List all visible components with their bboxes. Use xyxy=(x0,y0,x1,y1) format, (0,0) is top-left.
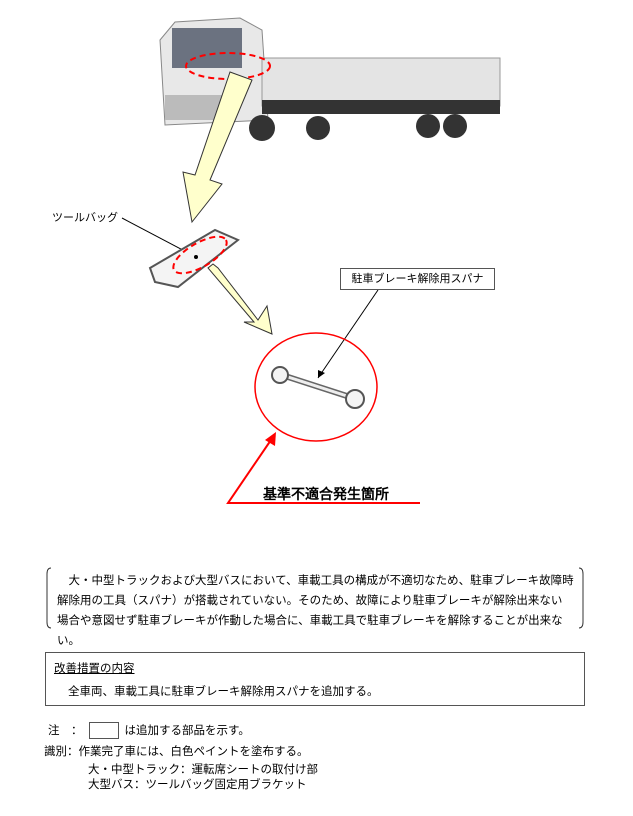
bracket-lines xyxy=(46,567,584,629)
measure-content: 全車両、車載工具に駐車ブレーキ解除用スパナを追加する。 xyxy=(68,684,379,698)
yellow-arrow-2 xyxy=(207,263,273,335)
truck-image xyxy=(159,17,501,141)
tool-bag-label: ツールバッグ xyxy=(52,211,118,224)
improvement-measure-box: 改善措置の内容 全車両、車載工具に駐車ブレーキ解除用スパナを追加する。 xyxy=(45,652,585,706)
spanner-icon xyxy=(271,366,365,409)
yellow-arrow-1 xyxy=(182,71,253,224)
defect-arrow xyxy=(226,436,420,504)
id-text: 作業完了車には、白色ペイントを塗布する。 xyxy=(78,744,309,758)
id-bus: 大型バス：ツールバッグ固定用ブラケット xyxy=(88,777,307,791)
spanner-label: 駐車ブレーキ解除用スパナ xyxy=(340,268,495,290)
description-line: 場合や意図せず駐車ブレーキが作動した場合に、車載工具で駐車ブレーキを解除すること… xyxy=(57,613,563,647)
description-block: 大・中型トラックおよび大型バスにおいて、車載工具の構成が不適切なため、駐車ブレー… xyxy=(45,566,585,647)
id-label: 識別： xyxy=(44,744,79,758)
defect-location-label: 基準不適合発生箇所 xyxy=(263,487,389,503)
note-text: は追加する部品を示す。 xyxy=(124,723,250,737)
illustration xyxy=(121,17,501,504)
notes: 注 ： は追加する部品を示す。 識別：作業完了車には、白色ペイントを塗布する。 大… xyxy=(44,720,318,792)
measure-title: 改善措置の内容 xyxy=(54,661,135,675)
spanner-leader xyxy=(317,289,379,379)
description-line: 解除用の工具（スパナ）が搭載されていない。そのため、故障により駐車ブレーキが解除… xyxy=(57,593,563,607)
defect-circle xyxy=(254,332,378,442)
tool-bag-image xyxy=(148,228,240,289)
id-truck: 大・中型トラック：運転席シートの取付け部 xyxy=(88,762,318,776)
note-label: 注 ： xyxy=(48,723,83,737)
added-part-legend-box xyxy=(88,722,119,739)
description-line: 大・中型トラックおよび大型バスにおいて、車載工具の構成が不適切なため、駐車ブレー… xyxy=(57,573,574,587)
